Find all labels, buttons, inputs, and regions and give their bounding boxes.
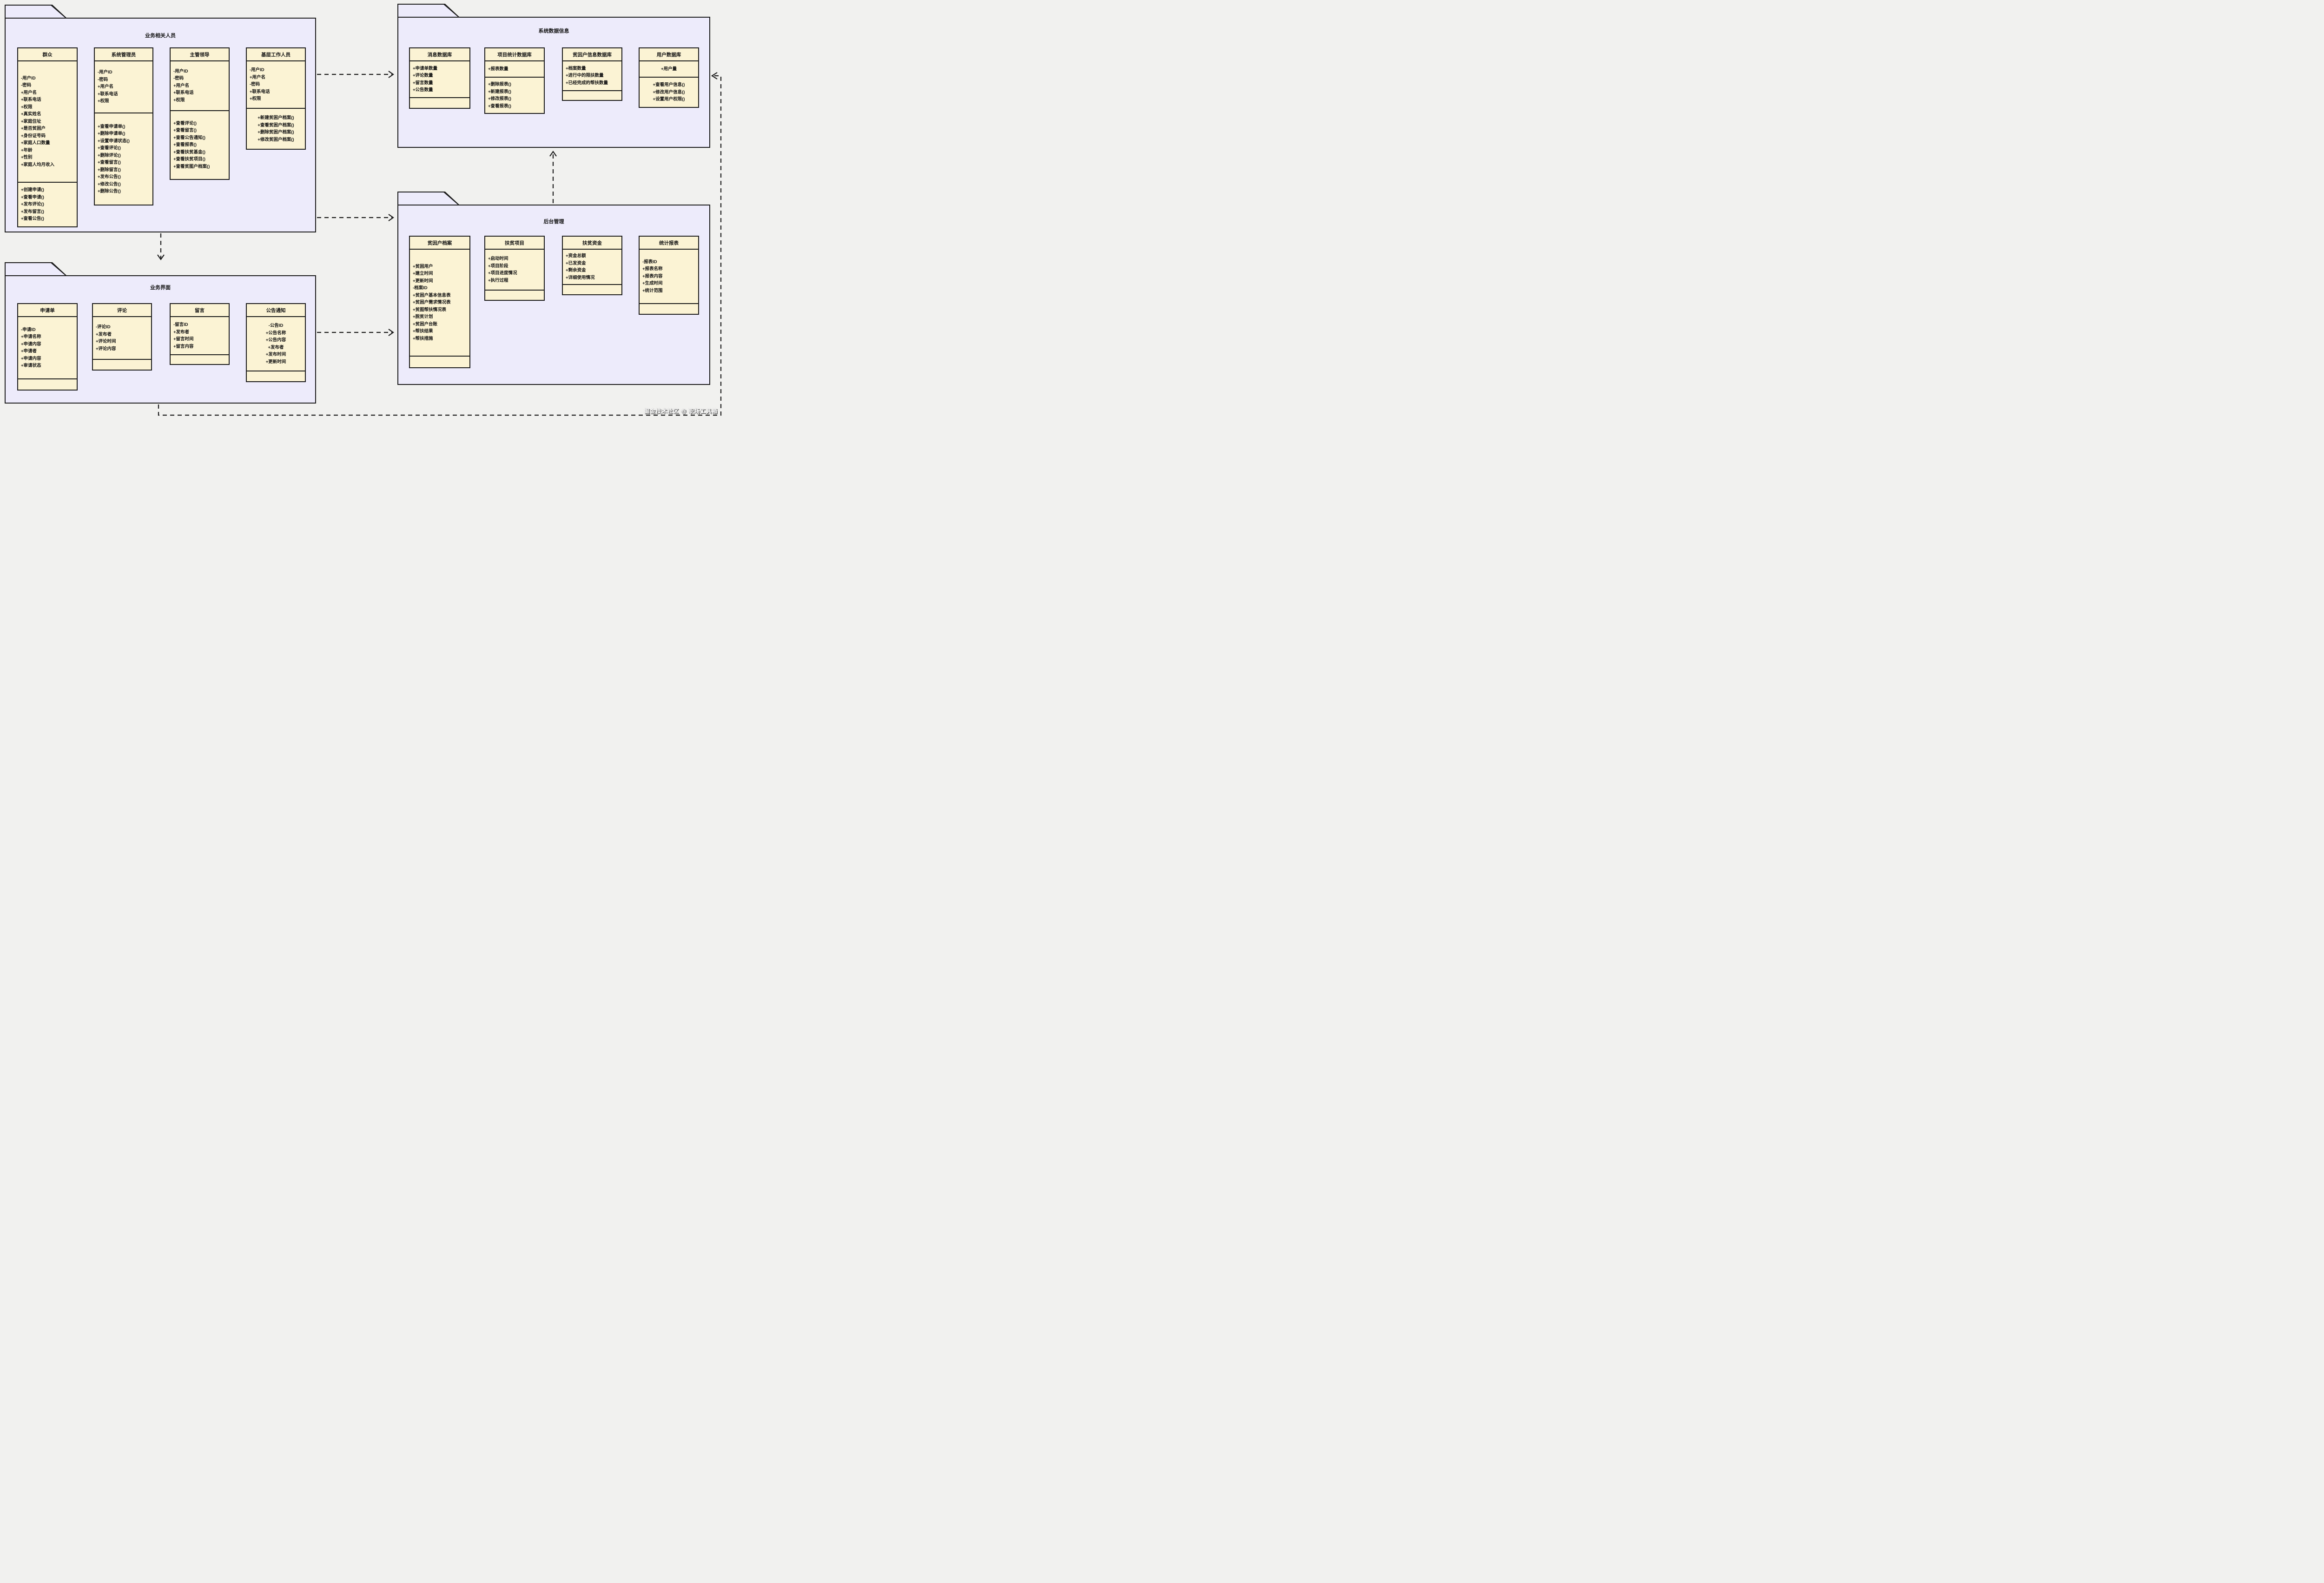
uml-package-diagram: 业务相关人员 群众 -用户ID-密码+用户名+联系电话+权限+真实姓名+家庭住址…	[0, 0, 729, 423]
class-attributes: +贫困用户+建立时间+更新时间-档案ID+贫困户基本信息表+贫困户需求情况表+贫…	[413, 264, 451, 341]
class-attributes: -报表ID+报表名称+报表内容+生成时间+统计范围	[642, 259, 663, 293]
class-title: 扶贫项目	[485, 237, 544, 250]
class-methods	[93, 359, 151, 370]
class-comment: 评论 -评论ID+发布者+评论时间+评论内容	[92, 303, 152, 371]
class-title: 公告通知	[247, 304, 305, 317]
class-methods: +创建申请()+查看申请()+发布评论()+发布留言()+查看公告()	[18, 182, 77, 226]
class-project-stats-db: 项目统计数据库 +报表数量 +删除报表()+新建报表()+修改报表()+查看报表…	[484, 47, 545, 114]
class-supervisor: 主管领导 -用户ID-密码+用户名+联系电话+权限 +查看评论()+查看留言()…	[170, 47, 230, 180]
class-system-admin: 系统管理员 -用户ID-密码+用户名+联系电话+权限 +查看申请单()+删除申请…	[94, 47, 153, 205]
package-system-data: 系统数据信息 消息数据库 +申请单数量+评论数量+留言数量+公告数量 项目统计数…	[397, 17, 710, 148]
class-poverty-fund: 扶贫资金 +资金总额+已发资金+剩余资金+详细使用情况	[562, 236, 622, 295]
class-title: 基层工作人员	[247, 48, 305, 61]
package-tab	[5, 5, 67, 19]
class-user-db: 用户数据库 +用户量 +查看用户信息()+修改用户信息()+设置用户权限()	[639, 47, 699, 108]
class-announcement: 公告通知 -公告ID+公告名称+公告内容+发布者+发布时间+更新时间	[246, 303, 306, 382]
class-attributes: -用户ID-密码+用户名+联系电话+权限	[98, 70, 118, 104]
package-business-personnel: 业务相关人员 群众 -用户ID-密码+用户名+联系电话+权限+真实姓名+家庭住址…	[5, 18, 316, 232]
package-tab	[397, 4, 460, 18]
class-title: 群众	[18, 48, 77, 61]
class-attributes: +启动时间+项目阶段+项目进度情况+执行过程	[488, 256, 517, 283]
class-title: 消息数据库	[410, 48, 469, 61]
class-attributes: -申请ID+申请名称+申请内容+申请者+申请内容+审请状态	[21, 327, 41, 369]
class-title: 贫因户档案	[410, 237, 469, 250]
watermark: 掘金技术社区 @ 职场工具箱	[644, 409, 718, 414]
class-methods	[171, 354, 229, 364]
class-attributes: +用户量	[660, 66, 677, 72]
package-backend-admin: 后台管理 贫因户档案 +贫困用户+建立时间+更新时间-档案ID+贫困户基本信息表…	[397, 205, 710, 385]
arrowhead-down-icon	[157, 254, 165, 260]
class-methods	[410, 356, 469, 367]
class-attributes: -评论ID+发布者+评论时间+评论内容	[96, 325, 116, 351]
class-title: 贫因户信息数据库	[563, 48, 621, 61]
class-methods: +查看用户信息()+修改用户信息()+设置用户权限()	[640, 77, 698, 107]
class-masses: 群众 -用户ID-密码+用户名+联系电话+权限+真实姓名+家庭住址+是否贫困户+…	[17, 47, 78, 227]
class-methods	[640, 303, 698, 314]
class-methods	[563, 90, 621, 100]
class-methods: +新建贫困户档案()+查看贫困户档案()+删除贫困户档案()+修改贫困户档案()	[247, 108, 305, 149]
class-poor-info-db: 贫因户信息数据库 +档案数量+进行中的限扶数量+已经完成的帮扶数量	[562, 47, 622, 101]
class-attributes: +报表数量	[488, 66, 508, 72]
arrowhead-right-icon	[388, 329, 394, 336]
class-message-board: 留言 -留言ID+发布者+留言时间+留言内容	[170, 303, 230, 365]
arrowhead-left-icon	[711, 72, 718, 79]
class-grassroots-staff: 基层工作人员 -用户ID+用户名-密码+联系电话+权限 +新建贫困户档案()+查…	[246, 47, 306, 150]
class-message-db: 消息数据库 +申请单数量+评论数量+留言数量+公告数量	[409, 47, 470, 109]
class-methods: +查看申请单()+删除申请单()+设置申请状态()+查看评论()+删除评论()+…	[95, 113, 152, 205]
class-attributes: -用户ID-密码+用户名+联系电话+权限	[173, 68, 194, 103]
class-title: 评论	[93, 304, 151, 317]
class-application-form: 申请单 -申请ID+申请名称+申请内容+申请者+申请内容+审请状态	[17, 303, 78, 391]
arrowhead-right-icon	[388, 214, 394, 221]
class-methods	[410, 97, 469, 108]
class-title: 项目统计数据库	[485, 48, 544, 61]
package-title: 后台管理	[543, 219, 564, 225]
class-title: 统计报表	[640, 237, 698, 250]
class-attributes: +档案数量+进行中的限扶数量+已经完成的帮扶数量	[566, 66, 608, 86]
class-methods	[18, 378, 77, 390]
class-methods: +删除报表()+新建报表()+修改报表()+查看报表()	[485, 77, 544, 113]
class-title: 留言	[171, 304, 229, 317]
class-title: 用户数据库	[640, 48, 698, 61]
package-tab	[5, 262, 67, 276]
class-title: 申请单	[18, 304, 77, 317]
arrowhead-up-icon	[549, 151, 557, 157]
package-title: 业务界面	[150, 285, 171, 291]
package-business-ui: 业务界面 申请单 -申请ID+申请名称+申请内容+申请者+申请内容+审请状态 评…	[5, 275, 316, 404]
class-attributes: -留言ID+发布者+留言时间+留言内容	[173, 322, 194, 349]
class-title: 主管领导	[171, 48, 229, 61]
class-methods	[247, 371, 305, 381]
class-methods	[485, 290, 544, 300]
class-attributes: +申请单数量+评论数量+留言数量+公告数量	[413, 66, 438, 93]
class-attributes: +资金总额+已发资金+剩余资金+详细使用情况	[566, 253, 595, 280]
class-methods: +查看评论()+查看留言()+查看公告通知()+查看报表()+查看扶贫基金()+…	[171, 110, 229, 179]
class-methods	[563, 284, 621, 294]
class-attributes: -用户ID-密码+用户名+联系电话+权限+真实姓名+家庭住址+是否贫困户+身份证…	[21, 75, 55, 167]
package-tab	[397, 192, 460, 205]
arrowhead-right-icon	[388, 71, 394, 78]
class-attributes: -公告ID+公告名称+公告内容+发布者+发布时间+更新时间	[265, 323, 286, 364]
package-title: 业务相关人员	[145, 33, 176, 39]
class-title: 系统管理员	[95, 48, 152, 61]
class-title: 扶贫资金	[563, 237, 621, 250]
class-attributes: -用户ID+用户名-密码+联系电话+权限	[250, 67, 270, 102]
class-stats-report: 统计报表 -报表ID+报表名称+报表内容+生成时间+统计范围	[639, 236, 699, 315]
package-title: 系统数据信息	[538, 28, 569, 34]
class-poor-archive: 贫因户档案 +贫困用户+建立时间+更新时间-档案ID+贫困户基本信息表+贫困户需…	[409, 236, 470, 368]
class-poverty-project: 扶贫项目 +启动时间+项目阶段+项目进度情况+执行过程	[484, 236, 545, 301]
